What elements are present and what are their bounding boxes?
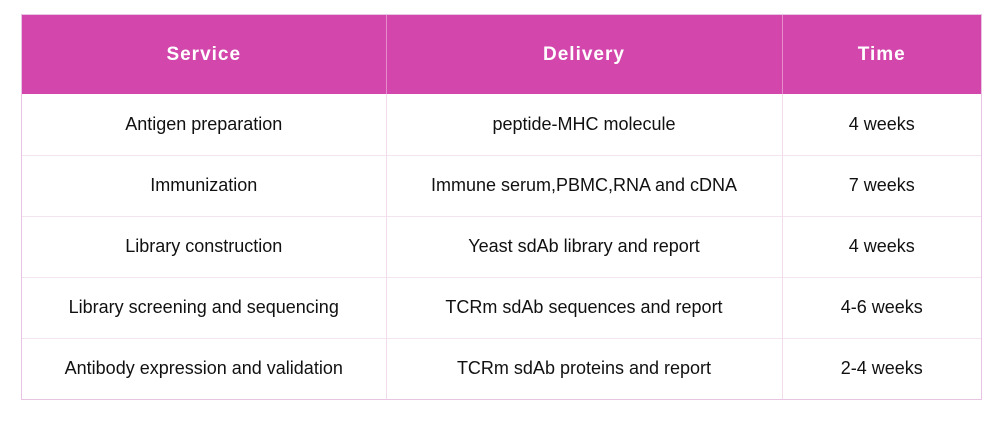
cell-time: 4 weeks [848,236,915,256]
cell-service: Antibody expression and validation [22,338,387,399]
cell-time: 4-6 weeks [840,297,923,317]
table-row: Antigen preparation peptide-MHC molecule… [22,94,981,155]
table-body: Antigen preparation peptide-MHC molecule… [22,94,981,399]
cell-service: Immunization [22,155,387,216]
table-row: Library screening and sequencing TCRm sd… [22,277,981,338]
service-table: Service Delivery Time Antigen preparatio… [22,15,981,399]
cell-delivery: TCRm sdAb sequences and report [386,277,783,338]
cell-delivery: TCRm sdAb proteins and report [386,338,783,399]
service-table-container: Service Delivery Time Antigen preparatio… [21,14,982,400]
cell-delivery: Yeast sdAb library and report [386,216,783,277]
table-row: Immunization Immune serum,PBMC,RNA and c… [22,155,981,216]
cell-delivery: peptide-MHC molecule [386,94,783,155]
header-time: Time [857,43,906,65]
table-header: Service Delivery Time [22,15,981,94]
header-service: Service [22,15,387,94]
cell-delivery: Immune serum,PBMC,RNA and cDNA [386,155,783,216]
cell-service: Library screening and sequencing [22,277,387,338]
header-delivery: Delivery [386,15,783,94]
cell-time: 7 weeks [848,175,915,195]
table-row: Antibody expression and validation TCRm … [22,338,981,399]
cell-time: 4 weeks [848,113,915,134]
table-row: Library construction Yeast sdAb library … [22,216,981,277]
cell-service: Library construction [22,216,387,277]
header-row: Service Delivery Time [22,15,981,94]
cell-service: Antigen preparation [22,94,387,155]
cell-time: 2-4 weeks [840,358,923,379]
